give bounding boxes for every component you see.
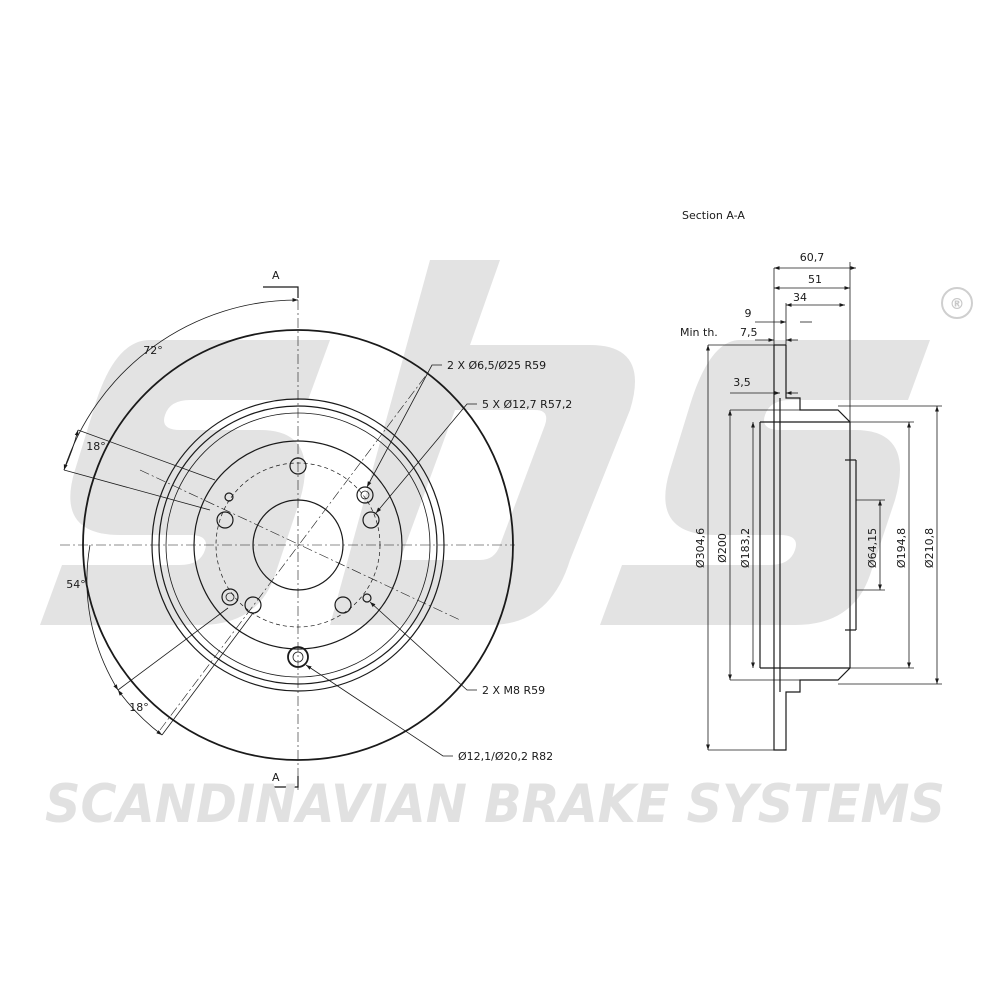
sbs-logo-watermark: ® [40,260,973,625]
disc-outer-edge [82,329,514,761]
dim-hat-offset: 3,5 [733,376,751,389]
angle-72-label: 72° [143,344,163,357]
section-title: Section A-A [682,209,745,222]
dim-d200: Ø200 [716,533,729,563]
dim-d183-2: Ø183,2 [739,528,752,568]
section-cut-top: A [272,269,280,282]
center-bore [252,499,344,591]
callout-5x-holes: 5 X Ø12,7 R57,2 [482,398,572,411]
dim-width-34: 34 [793,291,807,304]
section-view: Section A-A 60,7 51 34 9 Min th. 7,5 [680,209,942,751]
brand-footer-text: SCANDINAVIAN BRAKE SYSTEMS [45,774,945,835]
min-thickness-value: 7,5 [740,326,758,339]
dim-width-51: 51 [808,273,822,286]
dim-d194-8: Ø194,8 [895,528,908,568]
angle-18-top-label: 18° [86,440,106,453]
dim-d304-6: Ø304,6 [694,528,707,568]
angle-54-label: 54° [66,578,86,591]
callout-2x-holes: 2 X Ø6,5/Ø25 R59 [447,359,546,372]
dim-d210-8: Ø210,8 [923,528,936,568]
disc-friction-inner [151,398,445,692]
dim-d64-15: Ø64,15 [866,528,879,568]
callout-m8-threads: 2 X M8 R59 [482,684,545,697]
dim-width-60-7: 60,7 [800,251,825,264]
angle-18-bottom-label: 18° [129,701,149,714]
single-hole [287,646,309,668]
section-cut-bottom: A [272,771,280,784]
callout-single-hole: Ø12,1/Ø20,2 R82 [458,750,553,763]
min-thickness-label: Min th. [680,326,718,339]
registered-circle-icon [941,287,973,319]
front-view: 72° 18° 54° 18° A A 2 X Ø6,5/Ø25 R59 5 X… [60,269,572,790]
registered-mark: ® [950,295,965,313]
dim-width-9: 9 [745,307,752,320]
hub-hat-edge [193,440,403,650]
